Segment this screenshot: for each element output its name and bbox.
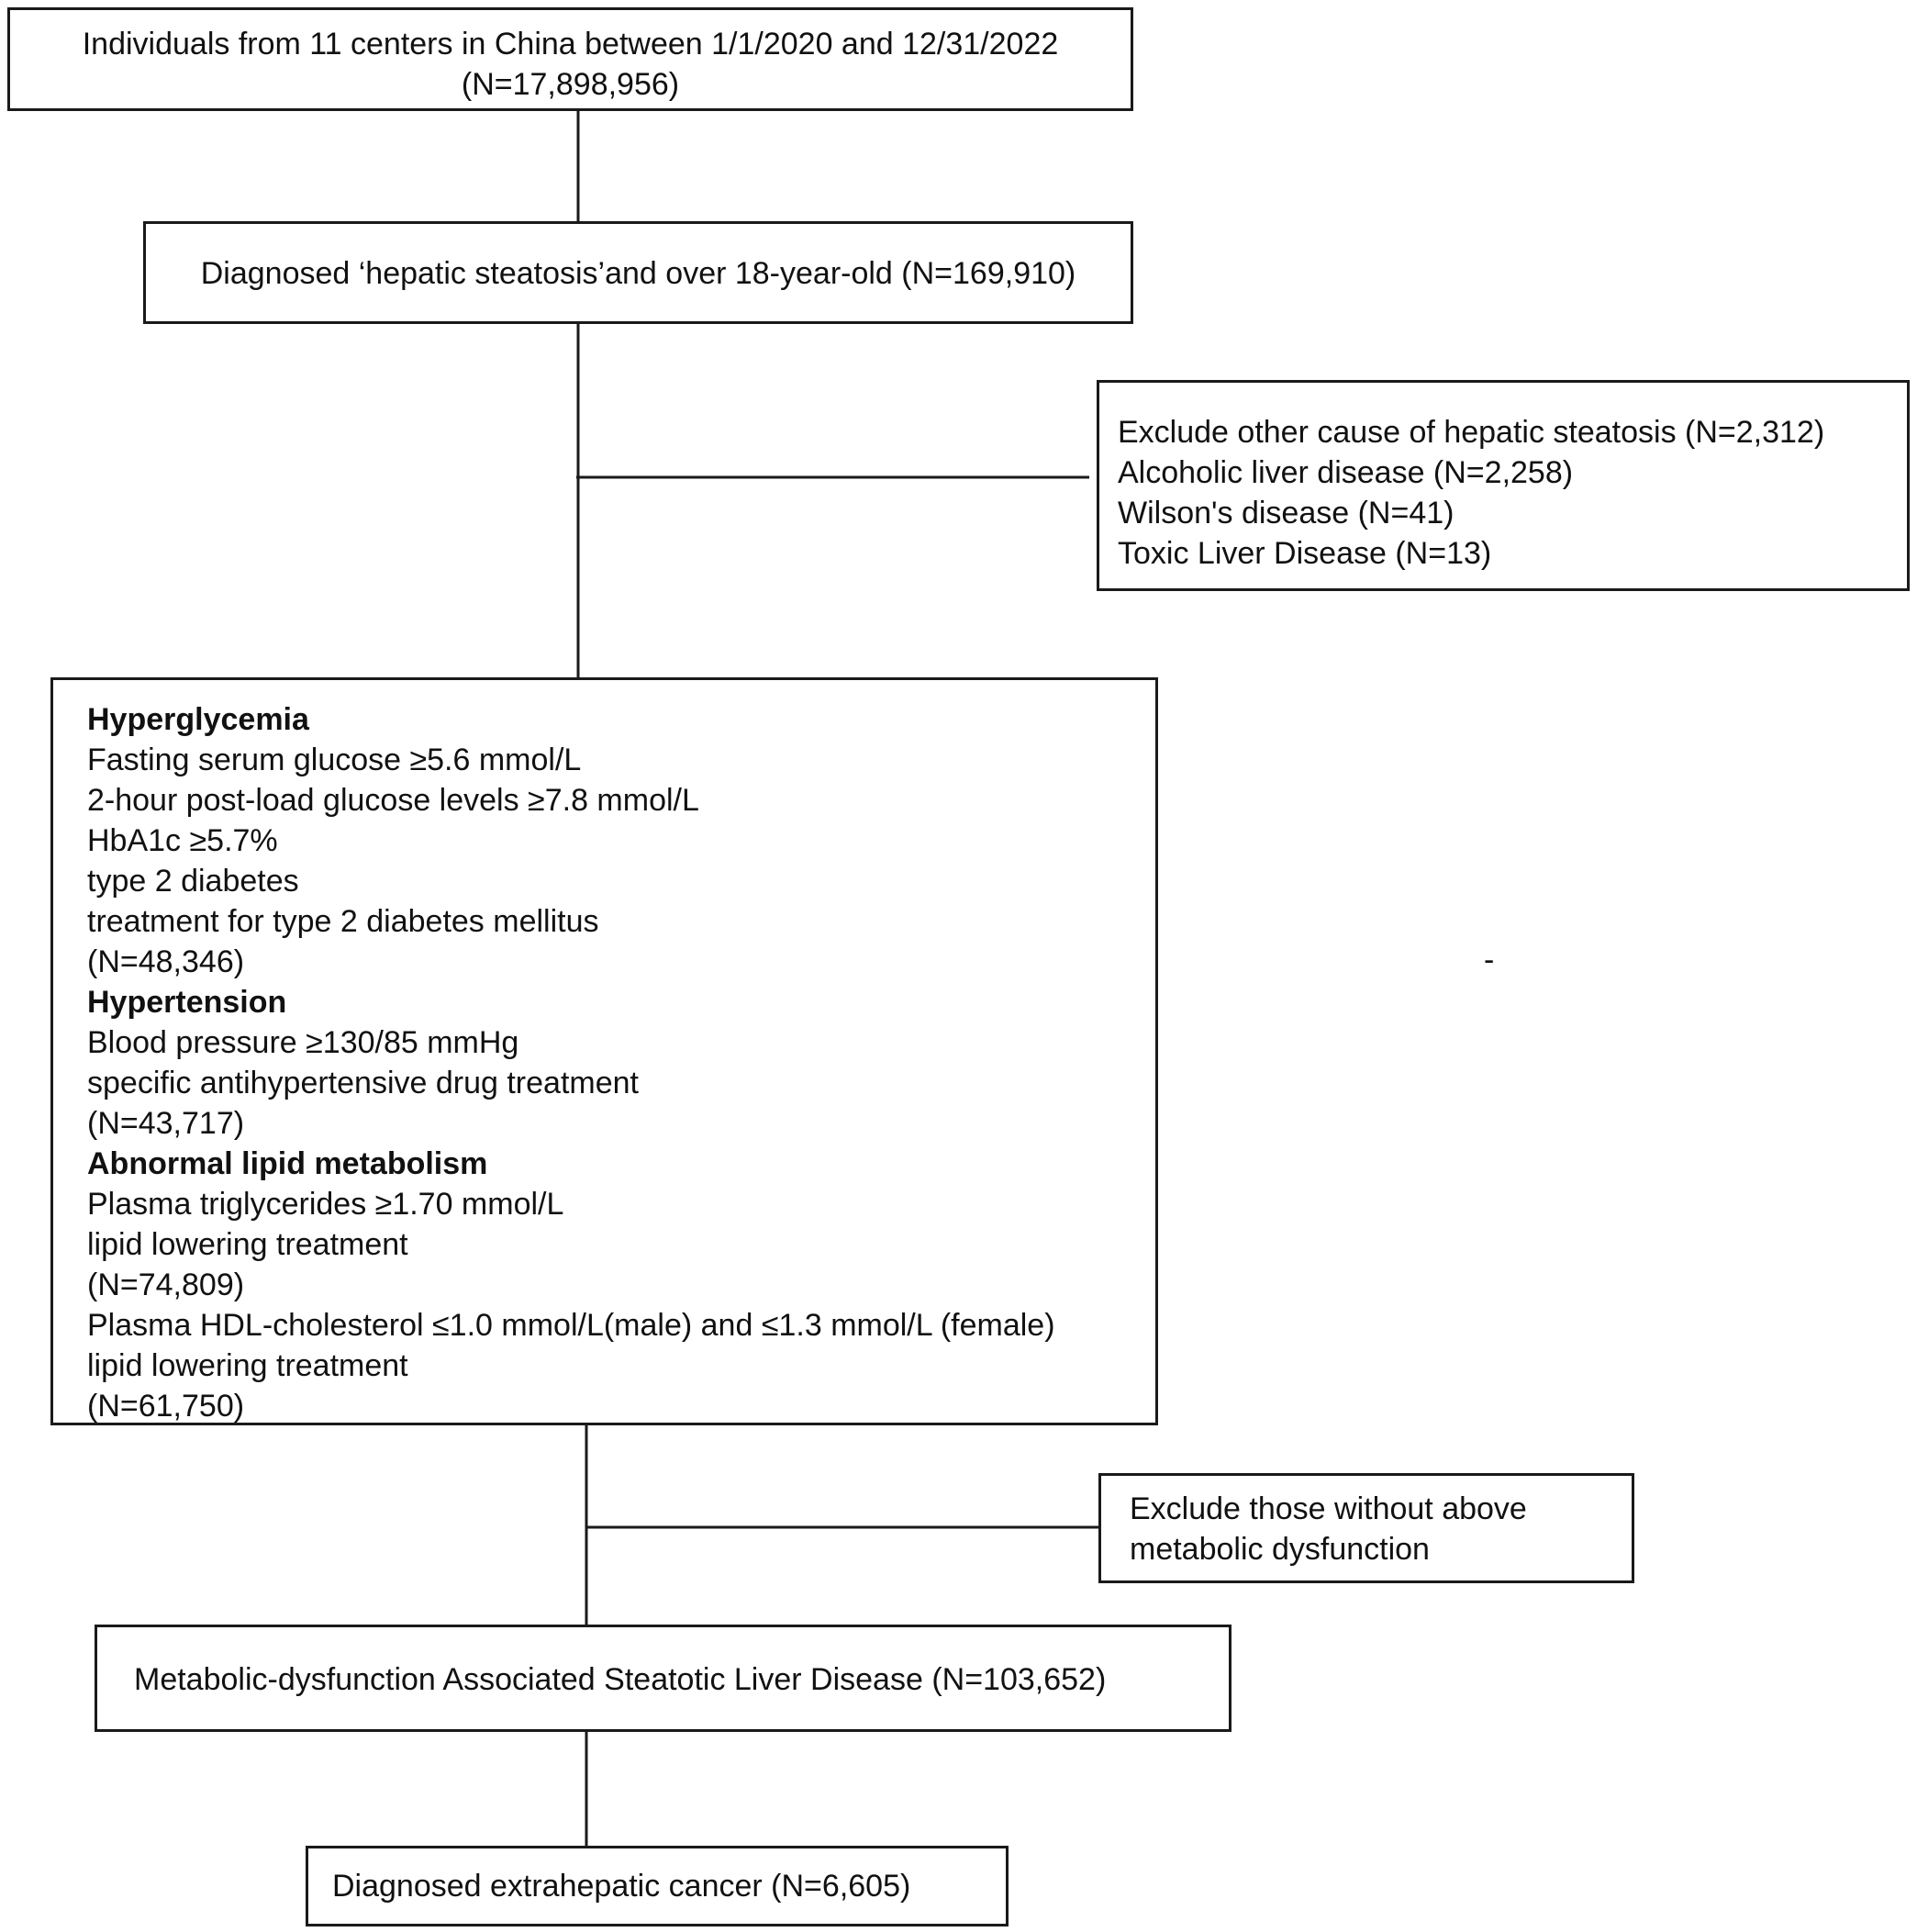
hypertension-heading: Hypertension: [87, 985, 287, 1020]
hepatic-steatosis-box: Diagnosed ‘hepatic steatosis’and over 18…: [143, 221, 1133, 324]
exclude-item-toxic: Toxic Liver Disease (N=13): [1118, 536, 1492, 571]
hypertension-line: Blood pressure ≥130/85 mmHg: [87, 1025, 519, 1060]
hyperglycemia-line: treatment for type 2 diabetes mellitus: [87, 904, 599, 939]
exclude-other-causes-box: Exclude other cause of hepatic steatosis…: [1097, 380, 1910, 591]
metabolic-criteria-box: Hyperglycemia Fasting serum glucose ≥5.6…: [50, 677, 1158, 1425]
source-population-box: Individuals from 11 centers in China bet…: [7, 7, 1133, 111]
source-population-text: Individuals from 11 centers in China bet…: [10, 24, 1131, 105]
lipid-heading: Abnormal lipid metabolism: [87, 1146, 488, 1181]
exclude-other-causes-title: Exclude other cause of hepatic steatosis…: [1118, 415, 1825, 450]
exclude-no-metabolic-box: Exclude those without above metabolic dy…: [1098, 1473, 1634, 1583]
hyperglycemia-line: Fasting serum glucose ≥5.6 mmol/L: [87, 743, 582, 777]
lipid-line: Plasma triglycerides ≥1.70 mmol/L: [87, 1187, 564, 1222]
hypertension-line: specific antihypertensive drug treatment: [87, 1066, 639, 1100]
lipid-count: (N=61,750): [87, 1389, 245, 1424]
lipid-line: lipid lowering treatment: [87, 1348, 408, 1383]
exclude-other-causes-text: Exclude other cause of hepatic steatosis…: [1118, 412, 1824, 574]
lipid-line: Plasma HDL-cholesterol ≤1.0 mmol/L(male)…: [87, 1308, 1055, 1343]
source-population-count: (N=17,898,956): [461, 67, 680, 102]
hyperglycemia-line: HbA1c ≥5.7%: [87, 823, 278, 858]
hyperglycemia-heading: Hyperglycemia: [87, 702, 309, 737]
hepatic-steatosis-label: Diagnosed ‘hepatic steatosis’and over 18…: [200, 256, 1076, 291]
exclude-item-alcoholic: Alcoholic liver disease (N=2,258): [1118, 455, 1574, 490]
exclude-no-metabolic-line1: Exclude those without above: [1130, 1491, 1527, 1526]
metabolic-criteria-text: Hyperglycemia Fasting serum glucose ≥5.6…: [87, 699, 1055, 1426]
stray-dash-mark: -: [1484, 943, 1495, 977]
extrahepatic-cancer-box: Diagnosed extrahepatic cancer (N=6,605): [306, 1846, 1009, 1926]
lipid-line: lipid lowering treatment: [87, 1227, 408, 1262]
hyperglycemia-line: 2-hour post-load glucose levels ≥7.8 mmo…: [87, 783, 699, 818]
hyperglycemia-line: type 2 diabetes: [87, 864, 299, 899]
source-population-label: Individuals from 11 centers in China bet…: [82, 27, 1059, 61]
masld-label: Metabolic-dysfunction Associated Steatot…: [134, 1662, 1107, 1697]
exclude-no-metabolic-line2: metabolic dysfunction: [1130, 1532, 1430, 1567]
hypertension-count: (N=43,717): [87, 1106, 245, 1141]
lipid-count: (N=74,809): [87, 1268, 245, 1302]
masld-box: Metabolic-dysfunction Associated Steatot…: [95, 1625, 1232, 1732]
extrahepatic-cancer-label: Diagnosed extrahepatic cancer (N=6,605): [332, 1869, 911, 1904]
exclude-no-metabolic-text: Exclude those without above metabolic dy…: [1130, 1489, 1527, 1569]
exclude-item-wilson: Wilson's disease (N=41): [1118, 496, 1454, 530]
hyperglycemia-count: (N=48,346): [87, 944, 245, 979]
